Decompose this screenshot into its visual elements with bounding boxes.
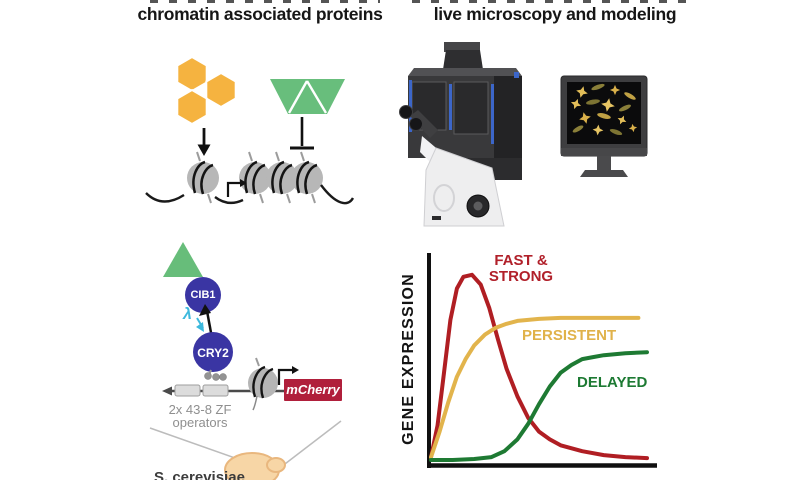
fast-strong-label: FAST & STRONG [488,252,554,285]
microscope-panel [453,81,489,135]
eyepiece-barrel [410,110,438,138]
monitor-frame-bottom [561,148,647,156]
histone-tails [196,151,316,204]
cell-shapes [570,83,638,136]
blue-accent [409,80,412,132]
zf-beads [204,372,227,381]
y-axis-label-wrap: GENE EXPRESSION [392,248,426,470]
stand-slot [432,216,441,220]
nucleosome-array [145,151,355,205]
panel-title-chromatin: chromatin associated proteins [137,4,383,24]
operator-box [202,384,229,397]
monitor [560,75,648,177]
microscope-illustration [399,42,522,227]
cry2-label: CRY2 [197,346,229,360]
mcherry-reporter-box: mCherry [284,379,342,401]
monitor-base [580,170,628,177]
gene-expression-chart [427,253,657,468]
tss-arrow-head [292,366,299,374]
delayed-label: DELAYED [577,374,648,391]
yeast-bud [266,457,286,473]
linker-dna [320,184,355,205]
operators-label-line1: 2x 43-8 ZF [168,402,232,417]
monitor-neck [597,156,611,170]
curve-fast-strong [429,272,649,461]
operators-label-line2: operators [172,415,228,430]
cib1-circle [185,277,221,313]
panel-title-microscopy: live microscopy and modeling [433,4,677,24]
hexagon-shape [205,71,237,109]
light-arrow-head [196,322,204,332]
tss-arrow-head [240,179,247,187]
linker-dna [145,192,185,203]
organism-label: S. cerevisiae [154,469,245,480]
dna-tail [252,395,258,411]
green-triangle-effector [163,242,203,277]
recruitment-arrow-head [199,304,211,316]
stand-detail [433,184,455,212]
focus-knob-center [473,201,483,211]
dna-wraps [192,160,318,195]
cib1-label: CIB1 [190,289,216,301]
operator-box [174,384,201,397]
microscope-lamp-cap [444,42,480,52]
cropped-text-fragment [150,0,380,3]
eyepiece [399,105,413,119]
blue-accent [514,72,519,78]
activation-arrow-head [197,144,211,156]
microscope-body-side [494,76,522,158]
trapezoid-inner-lines [287,80,328,114]
blue-accent [449,84,452,130]
tss-arrow-line [226,181,240,197]
funnel-line-right [280,420,342,468]
trapezoid-shape [270,79,345,114]
dna-left-arrow [162,386,172,396]
microscope-body-top [408,68,522,76]
histone-tail [255,357,260,367]
curve-persistent [429,315,641,460]
y-axis-label: GENE EXPRESSION [400,273,418,445]
hexagon-shape [176,55,208,93]
cropped-text-fragment [412,0,687,3]
dna-wraps [252,365,274,399]
cry2-circle [193,332,233,372]
lambda-light-symbol: λ [183,306,192,323]
eyepiece [409,117,423,131]
promoter-dna-arc [214,196,244,205]
trapezoid-protein [270,79,345,150]
tss-arrow-line [277,368,292,385]
hexagon-protein-cluster [176,55,237,156]
curve-delayed [429,350,649,462]
hexagon-shape [176,88,208,126]
persistent-label: PERSISTENT [522,327,617,344]
optogenetic-construct [149,242,342,480]
blue-accent [491,84,494,144]
